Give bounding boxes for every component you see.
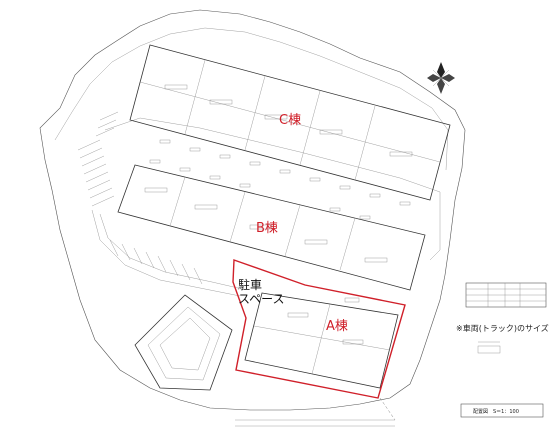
building-a-outline [244,292,399,389]
room-tag [304,239,328,245]
north-arrow-icon [427,62,455,94]
stall-line [99,111,119,121]
truck-size-note: ※車両(トラック)のサイズ [456,323,549,333]
truck-marker [219,154,231,159]
building-c-label: C棟 [279,113,301,128]
stall-line [87,179,111,191]
stall-line [95,127,115,137]
truck-marker [179,167,191,172]
building-b-divider [229,191,246,243]
stall-line [91,195,115,207]
hexagon-outer [134,294,233,391]
compass-needle [427,74,441,82]
stall-line [89,187,113,199]
room-tag [319,129,343,135]
building-c: C棟 [129,44,451,201]
stall-line [85,171,109,183]
building-b-outline [117,164,426,291]
truck-marker [159,139,171,144]
truck-diagram [477,341,501,354]
stall-line [83,163,107,175]
building-c-outline [129,44,451,201]
room-tag [364,257,388,263]
truck-marker [339,185,351,190]
stall-line [169,259,179,277]
building-b-divider [284,204,301,257]
room-tag [164,84,188,90]
stall-line [77,139,101,151]
building-b-divider [169,176,186,227]
parking-label-line1: 駐車 [238,277,262,292]
perimeter-road [104,117,441,261]
parking-label-line2: スペース [238,292,285,306]
truck-marker [309,177,321,182]
parking-stalls-left [77,111,119,207]
stall-line [181,263,191,281]
truck-marker [329,207,341,212]
room-tag [249,224,273,230]
stall-line [121,243,131,261]
building-a-divider [311,303,331,375]
entrance-line [379,397,396,421]
scale-box: 配置図 S＝1：100 [460,403,544,418]
site-boundary [39,9,466,411]
room-tag [209,99,233,105]
stall-line [157,255,167,273]
truck-body [477,345,501,354]
building-c-midline [139,81,441,163]
stall-line [97,119,117,129]
compass-needle [437,62,445,78]
highlight-outline [232,259,406,399]
stall-line [81,155,105,167]
truck-marker [239,183,251,188]
truck-marker [369,193,381,198]
building-b: B棟 [117,164,426,291]
stall-line [145,251,155,269]
building-c-divider [244,75,266,151]
building-a-midline [253,325,391,351]
compass-needle [437,78,445,94]
stall-line [133,247,143,265]
room-tag [194,204,218,210]
hexagon-core [159,317,211,371]
hexagon-structure [134,294,233,391]
compass-needle [441,74,455,82]
truck-marker [279,169,291,174]
building-a: A棟 [244,292,399,389]
truck-marker [359,215,371,220]
building-c-divider [184,59,206,135]
room-tag [144,187,168,193]
truck-lane-markers [149,139,411,220]
access-road-edge [99,213,239,289]
legend-table [465,282,547,308]
room-tag [344,297,360,303]
truck-marker [399,201,411,206]
building-c-divider [299,90,321,166]
truck-marker [189,147,201,152]
building-a-label: A棟 [326,319,348,334]
building-b-divider [339,217,356,271]
room-tag [264,114,288,120]
parking-stalls-bottom [109,239,203,285]
truck-marker [249,161,261,166]
stall-line [193,267,203,285]
scale-label: 配置図 S＝1：100 [473,409,519,415]
compass-diagonal [432,69,450,87]
room-tag [389,151,413,157]
stall-line [79,147,103,159]
access-road [91,209,241,297]
truck-marker [209,175,221,180]
hexagon-inner [147,306,221,381]
stall-line [109,239,119,257]
building-b-label: B棟 [256,221,278,236]
building-c-divider [354,105,376,181]
room-tag [287,312,309,318]
room-tag [342,339,364,345]
scale-box-frame [460,403,544,418]
truck-marker [149,159,161,164]
inner-boundary [54,27,449,171]
